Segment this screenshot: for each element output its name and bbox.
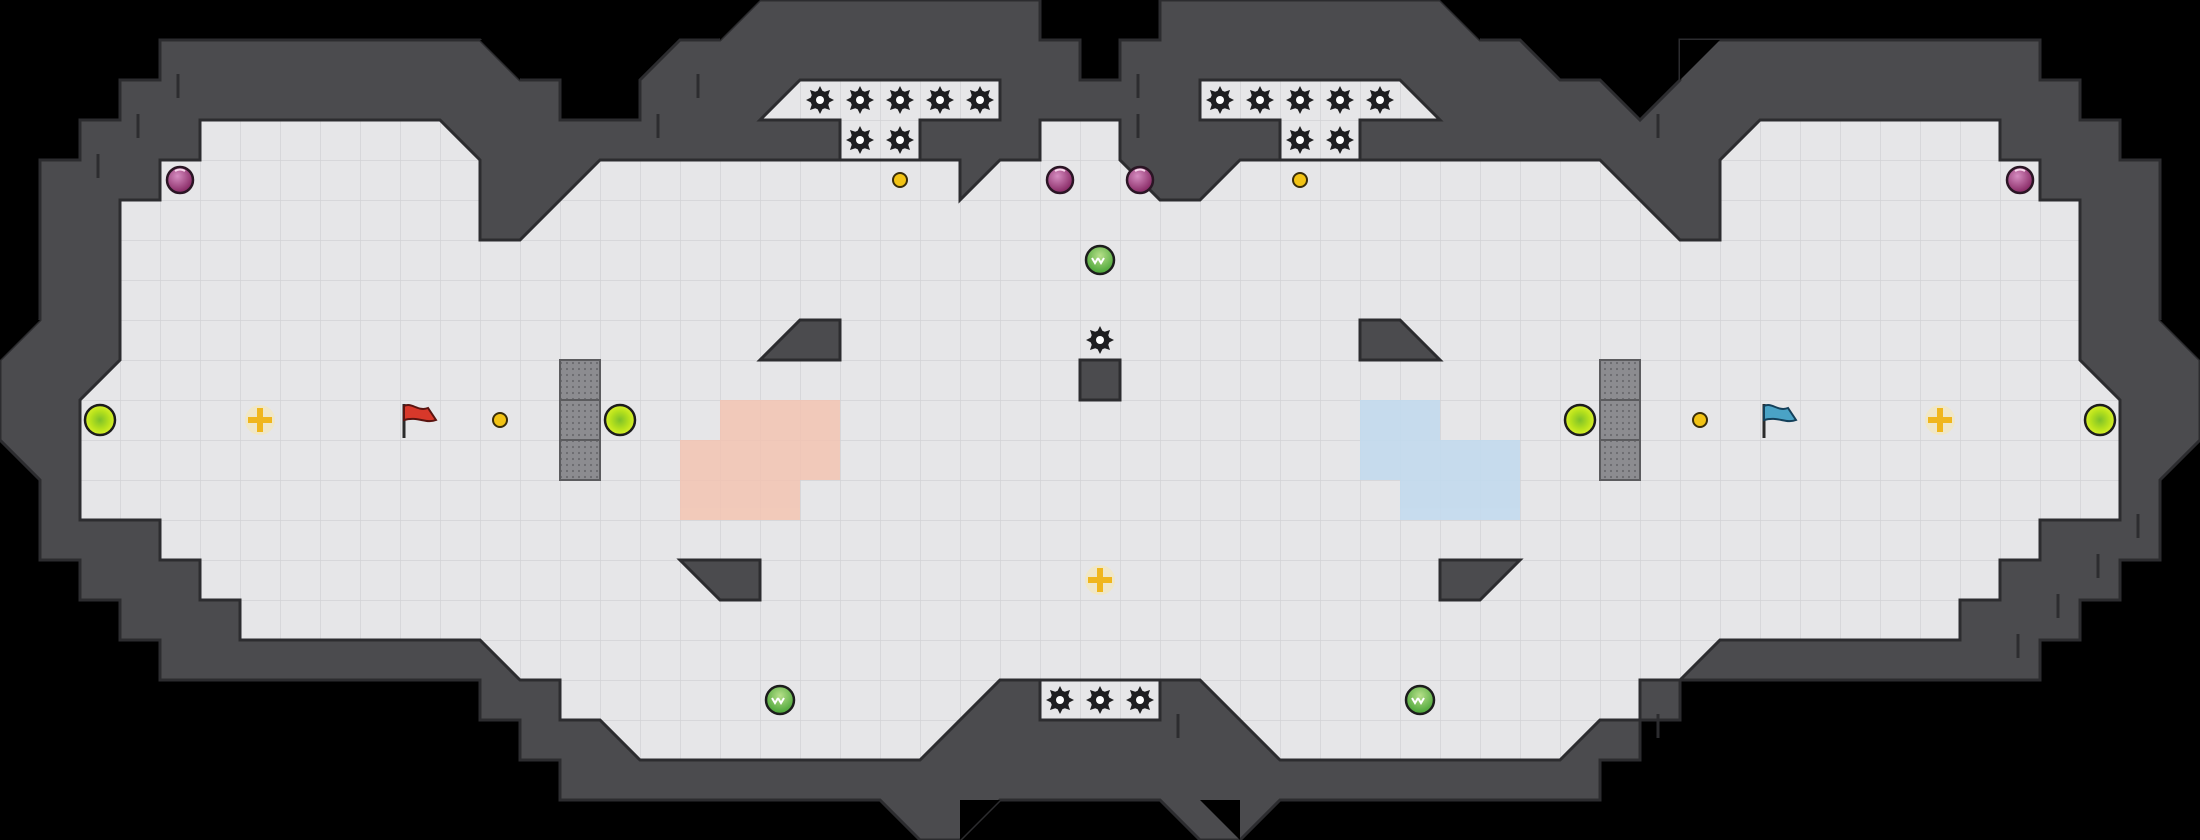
bomb-icon [1125,165,1155,195]
spike-icon [1366,86,1394,114]
gate-right [1599,359,1641,481]
interior-walls [676,318,1524,602]
gate-left [559,359,601,481]
spike-icon [1126,686,1154,714]
spike-icon [1326,126,1354,154]
spike-icon [1206,86,1234,114]
boost-icon [1292,172,1308,188]
spike-icon [926,86,954,114]
floor [78,118,2122,762]
boost-icon [492,412,508,428]
spike-icon [846,126,874,154]
portal-icon [603,403,637,437]
wedge-upper-right [1358,318,1444,362]
portal-icon [2083,403,2117,437]
spike-icon [1086,326,1114,354]
spike-icon [966,86,994,114]
spike-icon [1286,126,1314,154]
bomb-icon [165,165,195,195]
blue-base [1360,400,1520,520]
powerups [245,405,1955,595]
speed-pad-icon [1404,684,1436,716]
portal-icon [83,403,117,437]
wedge-lower-left [676,558,762,602]
spike-icon [1046,686,1074,714]
wall-ticks [96,74,2140,738]
portal-icon [1563,403,1597,437]
bomb-icon [1045,165,1075,195]
spike-icon [806,86,834,114]
speed-pads [764,244,1436,716]
powerup-icon [245,405,275,435]
speed-pad-icon [1084,244,1116,276]
spike-icon [846,86,874,114]
flag-blue [1762,404,1798,438]
wedge-lower-right [1438,558,1524,602]
boosts [492,172,1708,428]
boost-icon [1692,412,1708,428]
portals [83,403,2117,437]
spike-icon [1086,686,1114,714]
wedge-upper-left [756,318,842,362]
red-base [680,400,840,520]
spike-icon [1286,86,1314,114]
spike-icon [1246,86,1274,114]
spike-icon [1326,86,1354,114]
spike-icon [886,86,914,114]
bombs [165,165,2035,195]
speed-pad-icon [764,684,796,716]
flag-red [402,404,438,438]
boost-icon [892,172,908,188]
center-block [1078,358,1122,402]
powerup-icon [1925,405,1955,435]
powerup-icon [1085,565,1115,595]
bomb-icon [2005,165,2035,195]
spike-icon [886,126,914,154]
